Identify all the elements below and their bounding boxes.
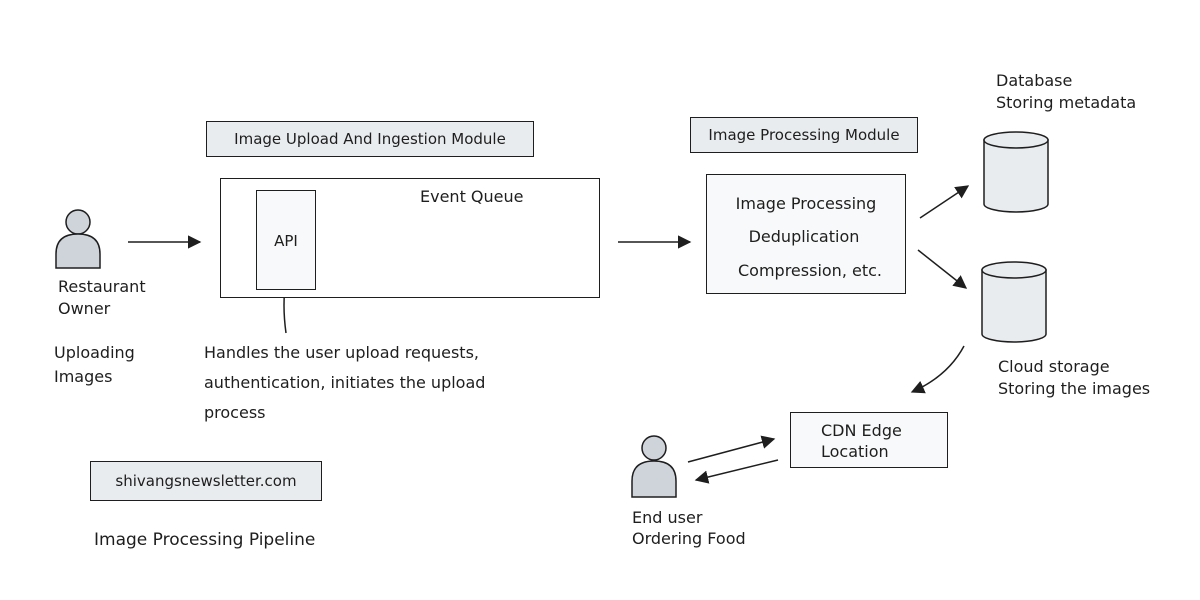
processing-step-2: Deduplication [748, 227, 860, 246]
cdn-label-line2: Location [821, 442, 889, 461]
api-note-line3: process [204, 403, 266, 422]
cdn-edge-box: CDN Edge Location [790, 412, 948, 468]
site-badge: shivangsnewsletter.com [90, 461, 322, 501]
arrow-cloud-to-cdn [910, 345, 965, 394]
database-cylinder-icon [983, 131, 1049, 213]
cloud-storage-label-line2: Storing the images [998, 379, 1151, 398]
processing-module-title: Image Processing Module [690, 117, 918, 153]
processing-step-3: Compression, etc. [738, 261, 882, 280]
api-note-line1: Handles the user upload requests, [204, 343, 479, 362]
arrow-cdn-to-user [694, 459, 779, 484]
processing-module-container: Image Processing Deduplication Compressi… [706, 174, 906, 294]
end-user-label-line2: Ordering Food [632, 529, 746, 548]
processing-step-1: Image Processing [735, 194, 877, 213]
ingestion-module-title: Image Upload And Ingestion Module [206, 121, 534, 157]
event-queue-label: Event Queue [420, 187, 524, 206]
arrow-user-to-cdn [687, 435, 776, 463]
arrow-processing-to-cloud [917, 249, 968, 289]
restaurant-owner-name-line1: Restaurant [58, 277, 146, 296]
api-box: API [256, 190, 316, 290]
restaurant-owner-action-line2: Images [54, 367, 113, 386]
end-user-label-line1: End user [632, 508, 703, 527]
cdn-label-line1: CDN Edge [821, 421, 902, 440]
end-user-icon [631, 435, 677, 498]
database-label-line2: Storing metadata [996, 93, 1137, 112]
restaurant-owner-action-line1: Uploading [54, 343, 135, 362]
restaurant-owner-name-line2: Owner [58, 299, 111, 318]
cloud-storage-label-line1: Cloud storage [998, 357, 1110, 376]
cloud-storage-cylinder-icon [981, 261, 1047, 343]
api-note-line2: authentication, initiates the upload [204, 373, 486, 392]
diagram-caption: Image Processing Pipeline [94, 530, 316, 550]
api-label: API [274, 232, 298, 250]
restaurant-owner-icon [55, 209, 101, 269]
database-label-line1: Database [996, 71, 1073, 90]
arrow-processing-to-database [919, 185, 970, 219]
